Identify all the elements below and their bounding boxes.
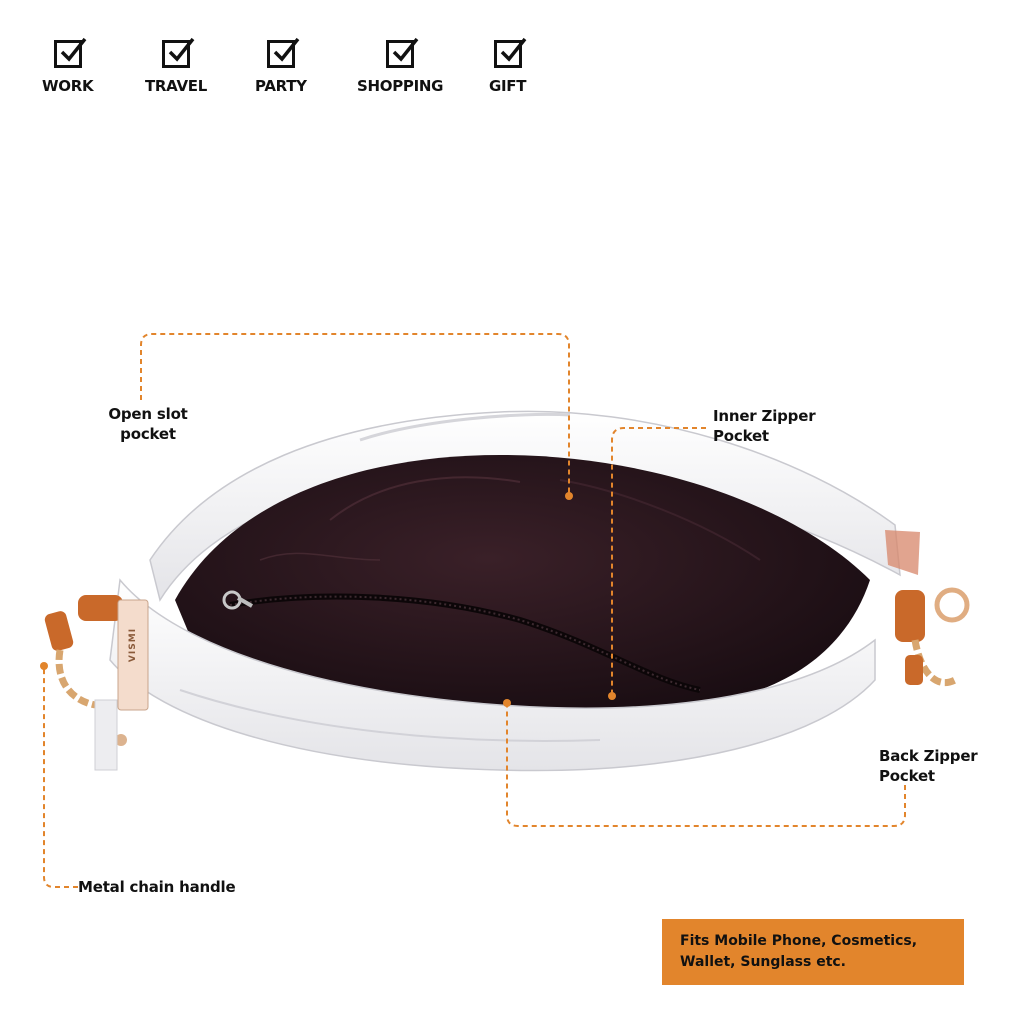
checkbox-checked-icon: [493, 37, 526, 68]
use-case-label: SHOPPING: [357, 77, 444, 95]
use-case-work: WORK: [42, 37, 94, 95]
callout-back-zipper-pocket: Back Zipper Pocket: [879, 747, 978, 785]
checkbox-checked-icon: [266, 37, 300, 68]
use-case-gift: GIFT: [489, 37, 527, 95]
right-chain-handle: [895, 587, 970, 686]
checkbox-checked-icon: [53, 37, 87, 68]
brand-tag-text: VISMI: [128, 627, 138, 663]
bag-lining: [175, 455, 870, 715]
callout-metal-chain-handle: Metal chain handle: [78, 878, 236, 896]
fits-note-box: Fits Mobile Phone, Cosmetics, Wallet, Su…: [662, 919, 964, 985]
use-case-label: WORK: [42, 77, 94, 95]
use-case-travel: TRAVEL: [145, 37, 207, 95]
fits-note-text: Fits Mobile Phone, Cosmetics, Wallet, Su…: [680, 933, 918, 970]
use-case-label: GIFT: [489, 77, 527, 95]
bag-front-panel: [109, 578, 876, 772]
zipper-pull: [222, 590, 253, 610]
left-chain-handle: [44, 595, 123, 709]
callout-inner-zipper-pocket: Inner Zipper Pocket: [713, 407, 816, 445]
use-case-shopping: SHOPPING: [357, 37, 444, 95]
checkbox-checked-icon: [162, 37, 195, 68]
callout-open-slot-pocket: Open slot pocket: [108, 405, 188, 443]
brand-tag: [94, 599, 149, 771]
use-case-party: PARTY: [255, 37, 307, 95]
use-case-label: TRAVEL: [145, 77, 207, 95]
checkbox-checked-icon: [386, 37, 419, 68]
use-case-label: PARTY: [255, 77, 307, 95]
